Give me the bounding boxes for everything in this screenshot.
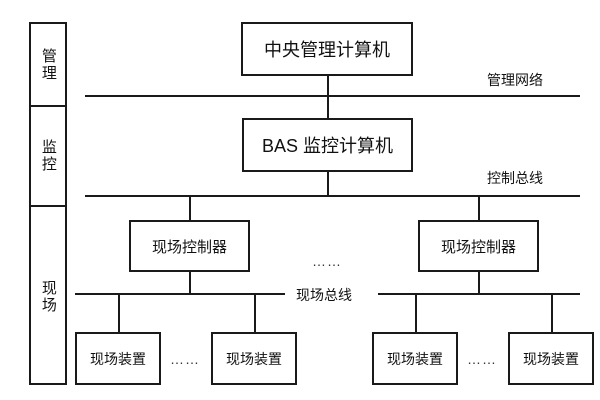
ellipsis-between-devices-right: …… [467,351,497,367]
connector-control-bus-to-controller-left [189,195,191,221]
connector-bas-to-control-bus [327,172,329,196]
control-bus-line [85,195,580,197]
node-field-device-3-label: 现场装置 [387,350,443,367]
layer-label-management: 管理 [39,47,57,82]
layer-label-supervision: 监控 [39,139,57,173]
node-field-device-4-label: 现场装置 [523,350,579,367]
node-field-controller-right[interactable]: 现场控制器 [418,220,539,272]
field-bus-line-left [75,293,285,295]
layer-cell-field: 现场 [31,207,65,387]
field-bus-line-right [378,293,580,295]
connector-field-bus-to-device-4 [551,293,553,333]
node-field-device-2-label: 现场装置 [226,350,282,367]
connector-field-bus-to-device-3 [415,293,417,333]
node-field-device-3[interactable]: 现场装置 [372,332,458,385]
node-field-device-4[interactable]: 现场装置 [508,332,594,385]
management-network-label: 管理网络 [487,72,543,88]
connector-controller-left-to-field-bus [189,272,191,294]
layer-cell-management: 管理 [31,24,65,107]
node-bas-supervision-computer-label: BAS 监控计算机 [261,136,394,156]
node-central-management-computer[interactable]: 中央管理计算机 [241,22,413,76]
node-field-device-1[interactable]: 现场装置 [75,332,161,385]
connector-control-bus-to-controller-right [478,195,480,221]
layer-column: 管理 监控 现场 [29,22,67,385]
connector-management-bus-to-bas [327,95,329,119]
layer-cell-supervision: 监控 [31,107,65,207]
ellipsis-between-controllers: …… [312,253,342,269]
control-bus-label: 控制总线 [487,170,543,186]
connector-controller-right-to-field-bus [478,272,480,294]
node-field-controller-right-label: 现场控制器 [440,238,516,256]
node-bas-supervision-computer[interactable]: BAS 监控计算机 [242,118,413,172]
field-bus-label: 现场总线 [296,287,352,303]
connector-field-bus-to-device-2 [254,293,256,333]
node-field-controller-left[interactable]: 现场控制器 [129,220,250,272]
management-network-bus-line [85,95,580,97]
node-field-device-2[interactable]: 现场装置 [211,332,297,385]
node-field-controller-left-label: 现场控制器 [151,238,227,256]
connector-field-bus-to-device-1 [118,293,120,333]
layer-label-field: 现场 [39,280,57,314]
node-central-management-computer-label: 中央管理计算机 [264,40,390,60]
ellipsis-between-devices-left: …… [170,351,200,367]
connector-central-to-management-bus [327,76,329,96]
node-field-device-1-label: 现场装置 [90,350,146,367]
